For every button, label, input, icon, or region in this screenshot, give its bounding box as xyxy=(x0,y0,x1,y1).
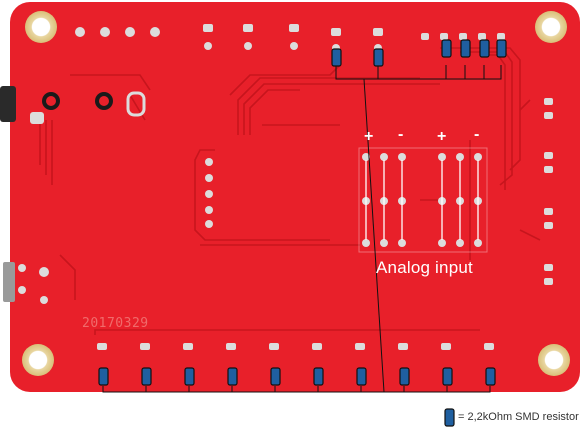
mount-hole-br xyxy=(538,344,570,376)
analog-input-header xyxy=(362,153,482,247)
mount-hole-tl xyxy=(25,11,57,43)
bottom-pad-row xyxy=(97,343,494,350)
smd-resistors-top xyxy=(331,39,507,67)
power-jack xyxy=(0,86,16,122)
usb-port xyxy=(3,262,15,302)
smd-resistor-icon xyxy=(444,408,455,427)
mount-hole-bl xyxy=(22,344,54,376)
pcb-board xyxy=(10,2,580,392)
top-pad-row xyxy=(75,24,505,52)
mount-hole-tr xyxy=(535,11,567,43)
annotation-wires xyxy=(102,65,502,393)
right-pad-column xyxy=(544,98,553,285)
smd-resistors-bottom xyxy=(98,367,496,386)
